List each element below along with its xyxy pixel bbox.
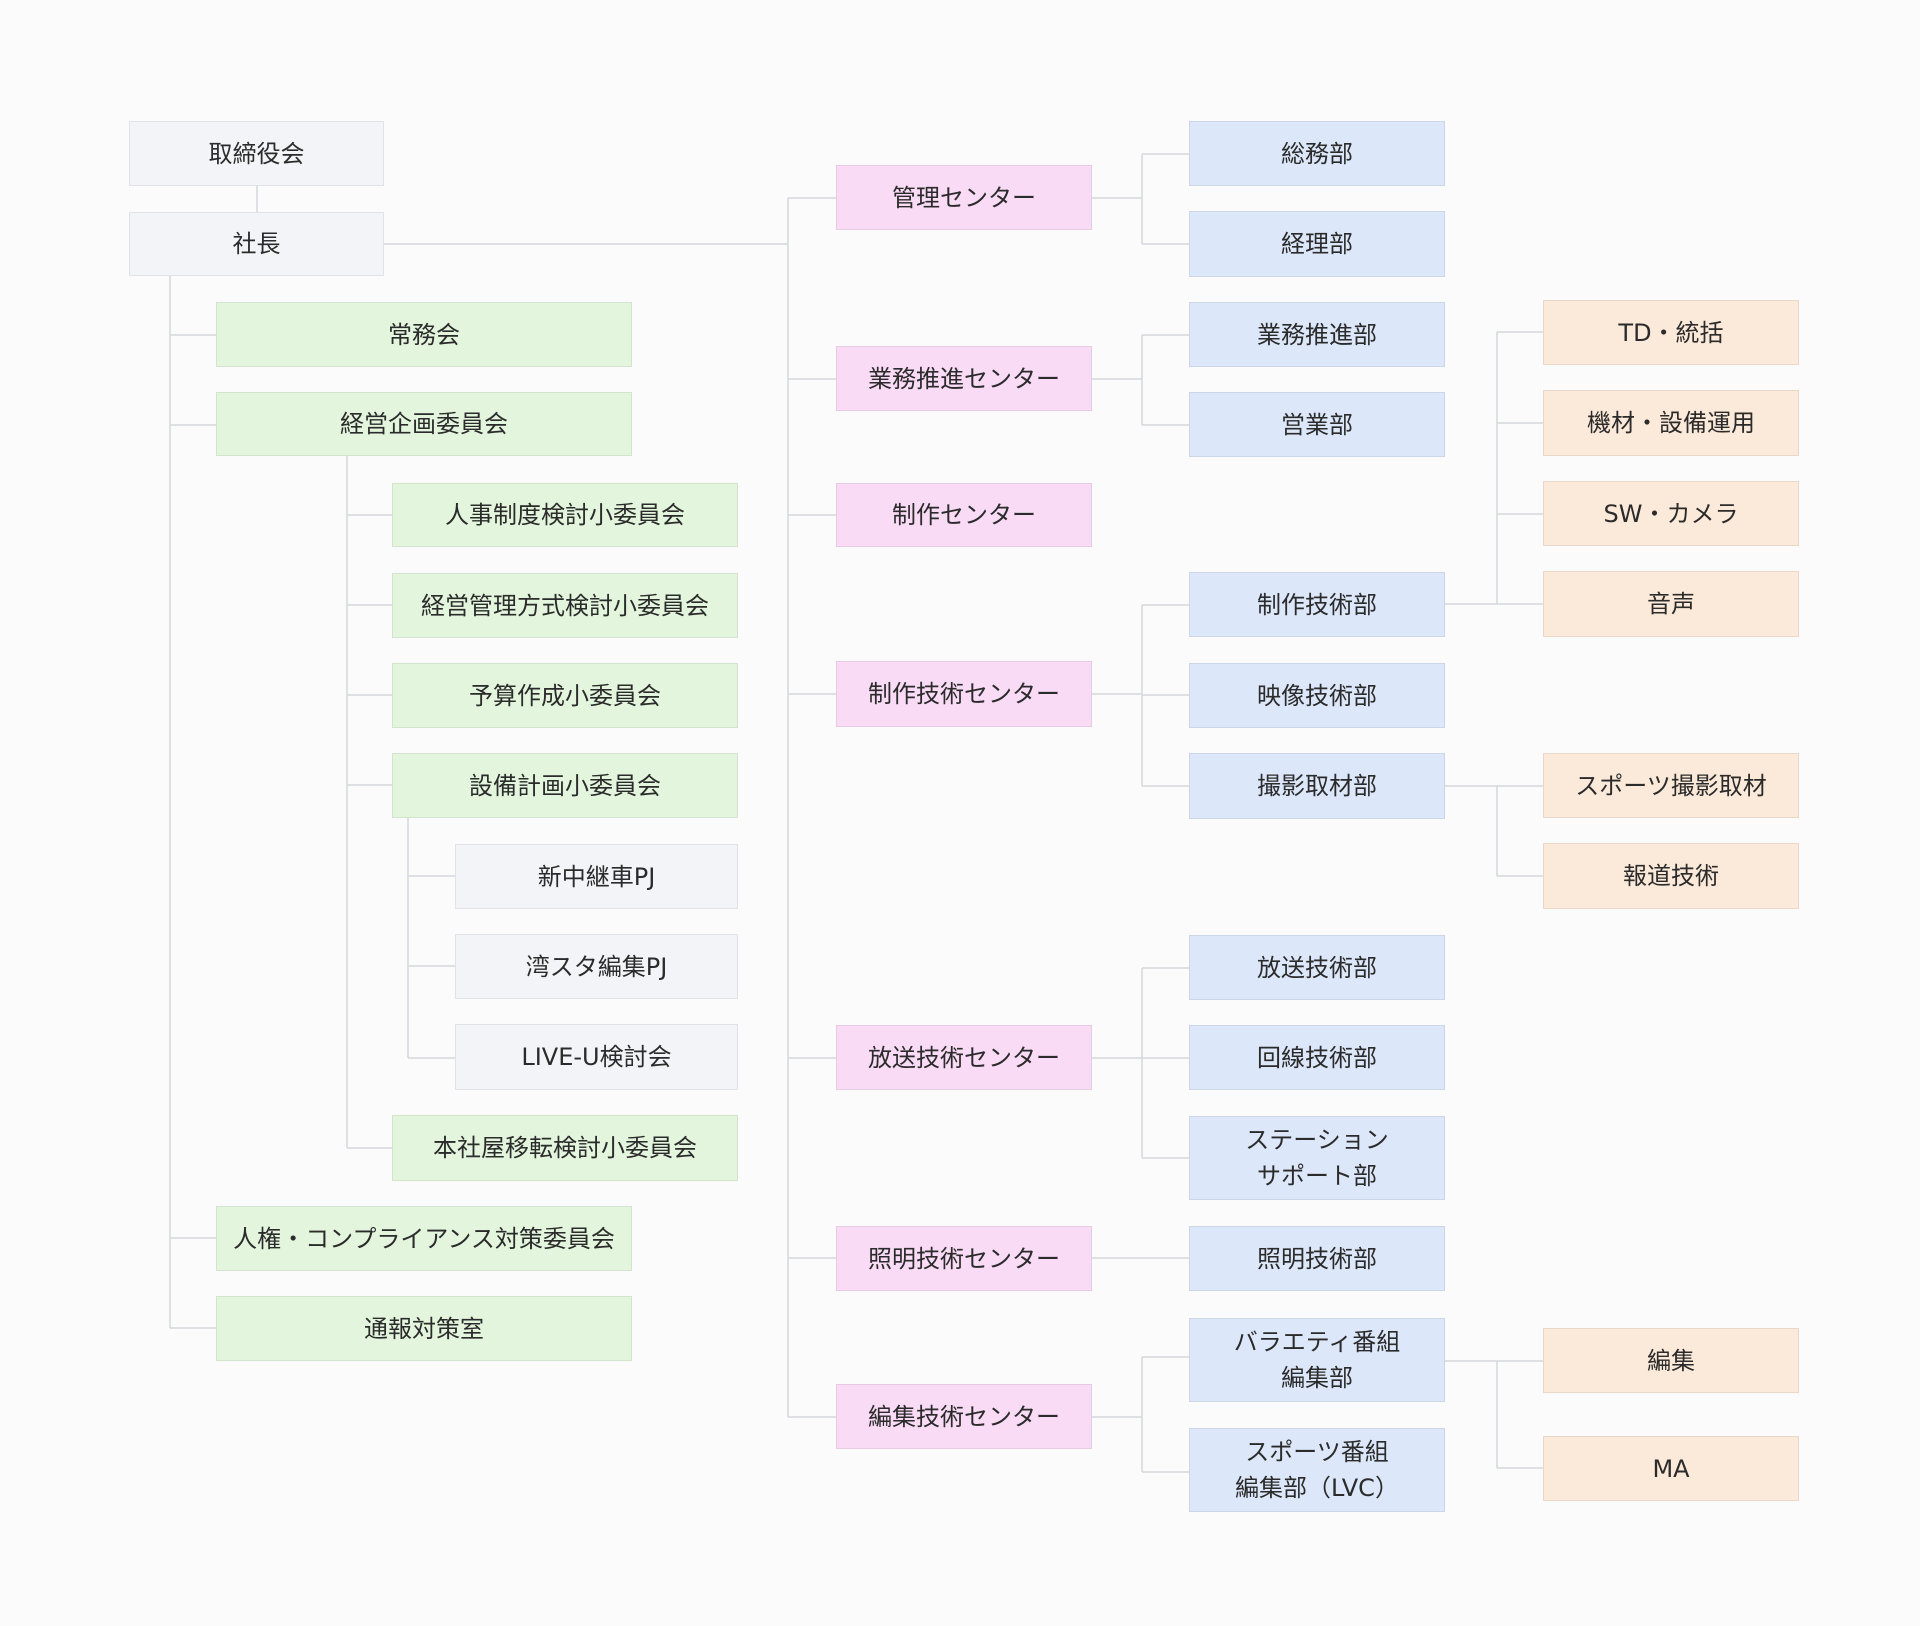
node-label: 通報対策室 bbox=[364, 1314, 484, 1343]
node-label: TD・統括 bbox=[1618, 318, 1724, 347]
compliance-committee-box: 人権・コンプライアンス対策委員会 bbox=[216, 1206, 632, 1271]
business-promotion-dept-box: 業務推進部 bbox=[1189, 302, 1445, 367]
broadcast-technology-dept-box: 放送技術部 bbox=[1189, 935, 1445, 1000]
node-label: 照明技術部 bbox=[1257, 1244, 1377, 1273]
variety-editing-dept-box: バラエティ番組 編集部 bbox=[1189, 1318, 1445, 1402]
news-technology-box: 報道技術 bbox=[1543, 843, 1799, 909]
node-label: MA bbox=[1652, 1454, 1690, 1483]
node-label: 総務部 bbox=[1281, 139, 1353, 168]
node-label: 予算作成小委員会 bbox=[469, 681, 661, 710]
node-label: 社長 bbox=[232, 230, 281, 258]
line-technology-dept-box: 回線技術部 bbox=[1189, 1025, 1445, 1090]
node-label: ステーション サポート部 bbox=[1245, 1126, 1389, 1190]
sports-camera-box: スポーツ撮影取材 bbox=[1543, 753, 1799, 818]
node-label: 本社屋移転検討小委員会 bbox=[433, 1134, 697, 1162]
editing-section-box: 編集 bbox=[1543, 1328, 1799, 1393]
ma-section-box: MA bbox=[1543, 1436, 1799, 1501]
node-label: 取締役会 bbox=[208, 139, 305, 168]
production-technology-dept-box: 制作技術部 bbox=[1189, 572, 1445, 637]
management-method-subcommittee-box: 経営管理方式検討小委員会 bbox=[392, 573, 738, 638]
production-technology-center-box: 制作技術センター bbox=[836, 661, 1092, 727]
station-support-dept-box: ステーション サポート部 bbox=[1189, 1116, 1445, 1200]
president-box: 社長 bbox=[129, 212, 384, 276]
editing-technology-center-box: 編集技術センター bbox=[836, 1384, 1092, 1449]
hr-subcommittee-box: 人事制度検討小委員会 bbox=[392, 483, 738, 547]
executive-committee-box: 常務会 bbox=[216, 302, 632, 367]
node-label: 編集技術センター bbox=[868, 1402, 1060, 1431]
audio-box: 音声 bbox=[1543, 571, 1799, 637]
lighting-technology-center-box: 照明技術センター bbox=[836, 1226, 1092, 1291]
node-label: バラエティ番組 編集部 bbox=[1233, 1328, 1401, 1392]
node-label: スポーツ撮影取材 bbox=[1575, 771, 1767, 800]
node-label: 経理部 bbox=[1281, 230, 1353, 258]
production-center-box: 制作センター bbox=[836, 483, 1092, 547]
live-u-study-group-box: LIVE-U検討会 bbox=[455, 1024, 738, 1090]
ob-van-project-box: 新中継車PJ bbox=[455, 844, 738, 909]
node-label: 放送技術センター bbox=[868, 1043, 1060, 1072]
node-label: 回線技術部 bbox=[1257, 1043, 1377, 1072]
td-supervision-box: TD・統括 bbox=[1543, 300, 1799, 365]
node-label: 映像技術部 bbox=[1257, 681, 1377, 710]
board-of-directors-box: 取締役会 bbox=[129, 121, 384, 186]
node-label: 制作技術センター bbox=[868, 680, 1060, 708]
node-label: 経営企画委員会 bbox=[340, 410, 508, 438]
accounting-dept-box: 経理部 bbox=[1189, 211, 1445, 277]
hq-relocation-subcommittee-box: 本社屋移転検討小委員会 bbox=[392, 1115, 738, 1181]
administration-center-box: 管理センター bbox=[836, 165, 1092, 230]
bay-stadium-editing-project-box: 湾スタ編集PJ bbox=[455, 934, 738, 999]
node-label: 制作技術部 bbox=[1257, 590, 1377, 619]
budget-subcommittee-box: 予算作成小委員会 bbox=[392, 663, 738, 728]
node-label: 撮影取材部 bbox=[1257, 772, 1377, 800]
equipment-planning-subcommittee-box: 設備計画小委員会 bbox=[392, 753, 738, 818]
broadcast-technology-center-box: 放送技術センター bbox=[836, 1025, 1092, 1090]
node-label: スポーツ番組 編集部（LVC） bbox=[1235, 1438, 1399, 1502]
sports-editing-dept-box: スポーツ番組 編集部（LVC） bbox=[1189, 1428, 1445, 1512]
node-label: SW・カメラ bbox=[1603, 499, 1739, 528]
equipment-operation-box: 機材・設備運用 bbox=[1543, 390, 1799, 456]
node-label: 制作センター bbox=[892, 501, 1036, 529]
switcher-camera-box: SW・カメラ bbox=[1543, 481, 1799, 546]
lighting-technology-dept-box: 照明技術部 bbox=[1189, 1226, 1445, 1291]
whistleblower-office-box: 通報対策室 bbox=[216, 1296, 632, 1361]
camera-news-gathering-dept-box: 撮影取材部 bbox=[1189, 753, 1445, 819]
node-label: 報道技術 bbox=[1623, 862, 1719, 890]
node-label: 経営管理方式検討小委員会 bbox=[421, 591, 709, 620]
node-label: 管理センター bbox=[892, 183, 1036, 212]
node-label: 常務会 bbox=[388, 320, 460, 349]
node-label: 照明技術センター bbox=[868, 1244, 1060, 1273]
general-affairs-dept-box: 総務部 bbox=[1189, 121, 1445, 186]
node-label: LIVE-U検討会 bbox=[521, 1043, 672, 1071]
sales-dept-box: 営業部 bbox=[1189, 392, 1445, 457]
node-label: 湾スタ編集PJ bbox=[525, 952, 668, 981]
node-label: 機材・設備運用 bbox=[1587, 409, 1755, 437]
node-label: 音声 bbox=[1647, 590, 1695, 618]
business-promotion-center-box: 業務推進センター bbox=[836, 346, 1092, 411]
node-label: 営業部 bbox=[1281, 410, 1353, 439]
node-label: 業務推進センター bbox=[868, 364, 1060, 393]
node-label: 編集 bbox=[1647, 1346, 1695, 1375]
node-label: 人事制度検討小委員会 bbox=[445, 501, 685, 529]
node-label: 設備計画小委員会 bbox=[469, 771, 661, 800]
video-technology-dept-box: 映像技術部 bbox=[1189, 663, 1445, 728]
node-label: 業務推進部 bbox=[1257, 320, 1377, 349]
management-planning-committee-box: 経営企画委員会 bbox=[216, 392, 632, 456]
node-label: 人権・コンプライアンス対策委員会 bbox=[233, 1224, 615, 1253]
node-label: 放送技術部 bbox=[1257, 953, 1377, 982]
node-label: 新中継車PJ bbox=[537, 862, 656, 891]
